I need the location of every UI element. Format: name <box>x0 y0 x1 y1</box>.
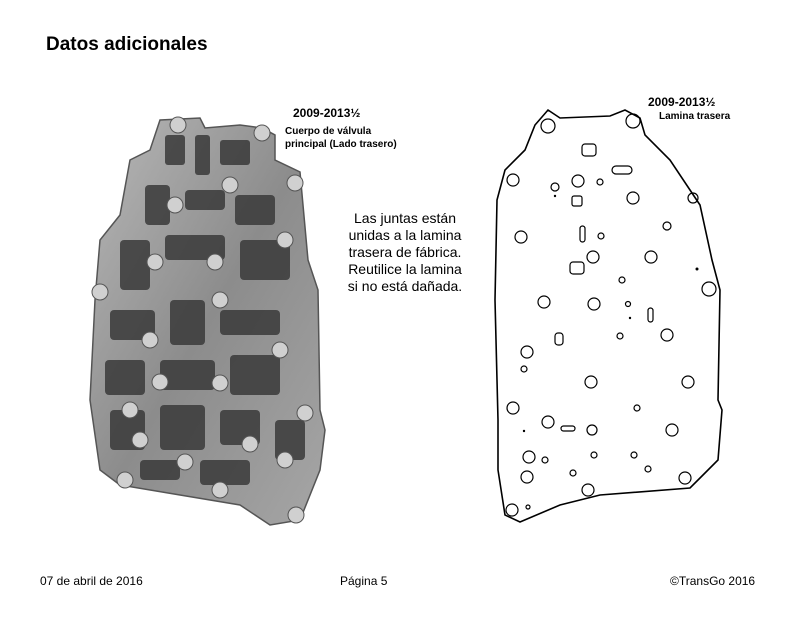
note-line: si no está dañada. <box>347 278 463 294</box>
note-line: Las juntas están <box>354 210 456 226</box>
note-line: unidas a la lamina <box>348 227 462 243</box>
valve-body-year-label: 2009-2013½ <box>293 106 361 120</box>
page-title: Datos adicionales <box>46 34 208 55</box>
note-line: trasera de fábrica. <box>348 244 462 260</box>
valve-body-caption-line1: Cuerpo de válvula <box>285 126 372 137</box>
valve-body-caption-line2: principal (Lado trasero) <box>285 139 397 150</box>
separator-plate-year-label: 2009-2013½ <box>648 95 716 109</box>
gasket-reuse-note: Las juntas están unidas a la lamina tras… <box>340 210 470 295</box>
footer-date: 07 de abril de 2016 <box>40 574 143 588</box>
footer-page-number: Página 5 <box>340 574 388 588</box>
separator-plate-caption: Lamina trasera <box>659 111 731 122</box>
note-line: Reutilice la lamina <box>348 261 462 277</box>
footer-copyright: ©TransGo 2016 <box>670 574 756 588</box>
valve-body-caption: Cuerpo de válvula principal (Lado traser… <box>285 125 397 151</box>
